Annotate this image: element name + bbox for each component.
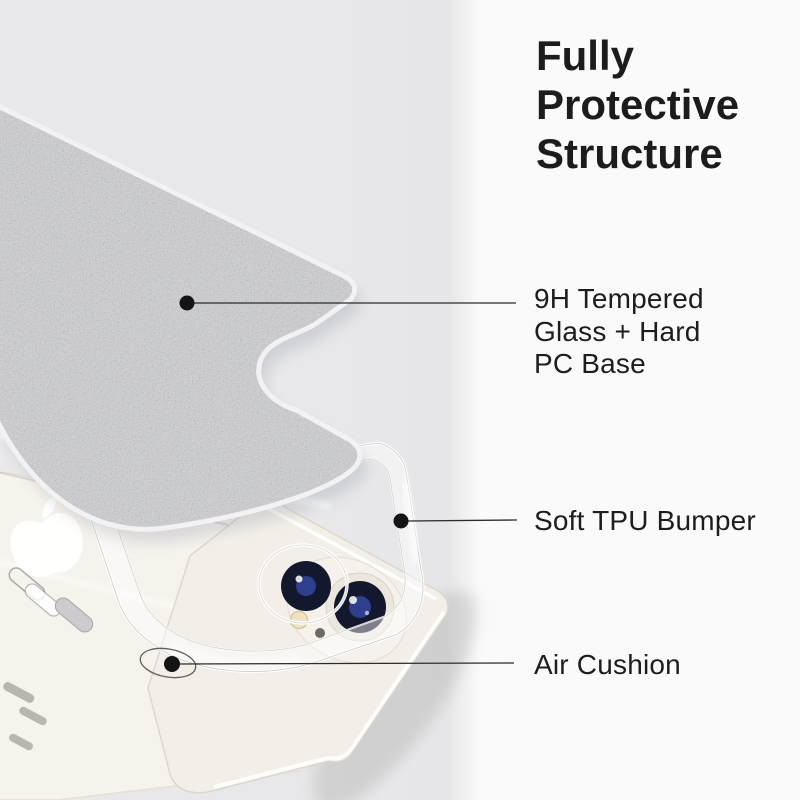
callout-dot-tempered-glass [179, 295, 195, 311]
leader-line-tpu-bumper [407, 519, 518, 522]
phone-shadow [312, 590, 478, 800]
leader-line-air-cushion [178, 662, 515, 665]
case-mute-switch-cutout [139, 647, 197, 679]
callout-label-tpu-bumper: Soft TPU Bumper [534, 505, 756, 536]
callout-dot-tpu-bumper [393, 513, 409, 529]
rear-mic-hole [315, 628, 325, 638]
camera-flash [289, 610, 309, 630]
callout-dot-air-cushion [164, 656, 180, 672]
plate-edge [0, 104, 363, 532]
callout-leaders [178, 302, 518, 665]
callout-dots [164, 295, 409, 672]
callout-label-air-cushion: Air Cushion [534, 649, 681, 680]
page-title: Fully Protective Structure [536, 32, 740, 177]
phone-side-slots [3, 682, 47, 751]
case-side-buttons [8, 567, 94, 633]
case-camera-opening [257, 543, 349, 625]
callout-label-tempered-glass: 9H Tempered Glass + Hard PC Base [534, 283, 704, 379]
apple-logo-icon [10, 497, 83, 577]
